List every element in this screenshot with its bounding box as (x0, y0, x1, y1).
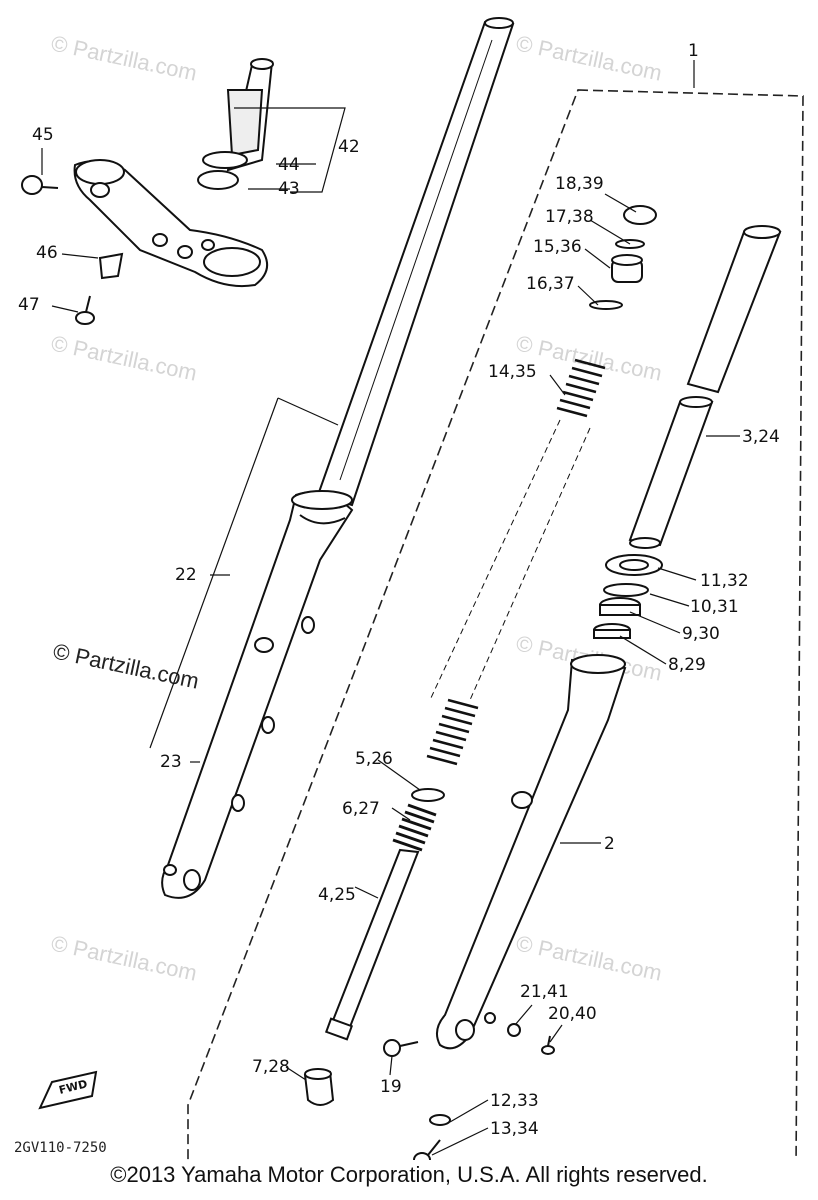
label-13-34: 13,34 (490, 1119, 539, 1139)
watermark-main: © Partzilla.com (51, 638, 201, 693)
label-17-38: 17,38 (545, 207, 594, 227)
watermark: © Partzilla.com (514, 930, 664, 985)
part-labels: 1 2 3,24 4,25 5,26 6,27 7,28 8,29 9,30 1… (18, 41, 780, 1139)
drawing-code: 2GV110-7250 (14, 1140, 107, 1156)
spacer-tubes (628, 225, 782, 549)
watermark: © Partzilla.com (49, 30, 199, 85)
fasteners (383, 1023, 555, 1160)
label-45: 45 (32, 125, 54, 145)
fork-spring (426, 358, 606, 766)
label-20-40: 20,40 (548, 1004, 597, 1024)
label-19: 19 (380, 1077, 402, 1097)
label-11-32: 11,32 (700, 571, 749, 591)
label-2: 2 (604, 834, 615, 854)
oil-lock-piece (303, 1068, 335, 1106)
label-1: 1 (688, 41, 699, 61)
label-16-37: 16,37 (526, 274, 575, 294)
label-47: 47 (18, 295, 40, 315)
label-15-36: 15,36 (533, 237, 582, 257)
outer-tube-right (435, 654, 627, 1050)
front-fork-exploded-diagram: © Partzilla.com © Partzilla.com © Partzi… (14, 17, 804, 1160)
label-21-41: 21,41 (520, 982, 569, 1002)
label-43: 43 (278, 179, 300, 199)
under-bracket-assembly (21, 58, 274, 325)
label-7-28: 7,28 (252, 1057, 290, 1077)
label-3-24: 3,24 (742, 427, 780, 447)
fork-tube (316, 17, 515, 507)
watermark: © Partzilla.com (49, 330, 199, 385)
copyright-notice: ©2013 Yamaha Motor Corporation, U.S.A. A… (110, 1162, 708, 1187)
label-12-33: 12,33 (490, 1091, 539, 1111)
outer-tube-left (161, 490, 354, 899)
label-14-35: 14,35 (488, 362, 537, 382)
seal-and-bushings (593, 554, 663, 639)
label-9-30: 9,30 (682, 624, 720, 644)
leader-lines (41, 60, 740, 1156)
label-22: 22 (175, 565, 197, 585)
assembly-1-dashed-outline (187, 89, 804, 1160)
damper-rod (324, 848, 420, 1041)
watermark: © Partzilla.com (514, 30, 664, 85)
label-18-39: 18,39 (555, 174, 604, 194)
piston-ring (411, 788, 445, 802)
label-42: 42 (338, 137, 360, 157)
label-23: 23 (160, 752, 182, 772)
label-44: 44 (278, 155, 300, 175)
fwd-arrow-mark: FWD (38, 1070, 98, 1110)
rebound-spring (392, 803, 437, 852)
label-8-29: 8,29 (668, 655, 706, 675)
label-5-26: 5,26 (355, 749, 393, 769)
cap-bolt-parts (589, 205, 657, 310)
label-10-31: 10,31 (690, 597, 739, 617)
watermark: © Partzilla.com (49, 930, 199, 985)
label-46: 46 (36, 243, 58, 263)
label-6-27: 6,27 (342, 799, 380, 819)
label-4-25: 4,25 (318, 885, 356, 905)
